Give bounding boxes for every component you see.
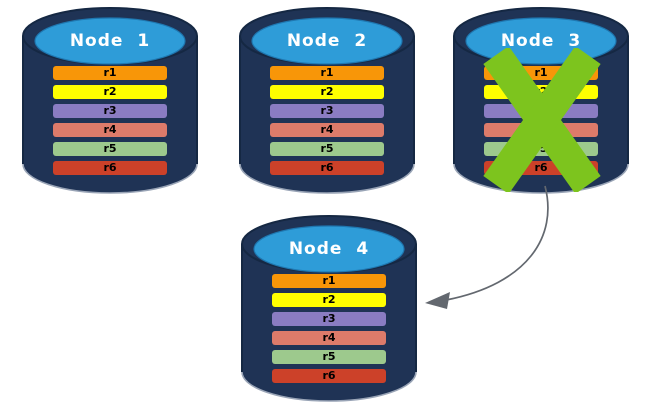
node-label: Node 3	[500, 31, 582, 51]
node-2-cylinder: Node 2 r1 r2 r3 r4 r5 r6	[238, 6, 416, 196]
replica-row-r2: r2	[270, 85, 384, 99]
replica-row-r3: r3	[270, 104, 384, 118]
database-cylinder-icon	[22, 7, 198, 194]
replica-row-r4: r4	[272, 331, 386, 345]
replica-row-r1: r1	[272, 274, 386, 288]
replica-row-r3: r3	[53, 104, 167, 118]
failover-arrow	[425, 185, 549, 309]
replica-rows: r1 r2 r3 r4 r5 r6	[272, 274, 386, 388]
node-label: Node 4	[288, 239, 370, 259]
node-4-cylinder: Node 4 r1 r2 r3 r4 r5 r6	[240, 214, 418, 402]
replica-row-r6: r6	[270, 161, 384, 175]
replica-rows: r1 r2 r3 r4 r5 r6	[270, 66, 384, 180]
replica-row-r4: r4	[53, 123, 167, 137]
replica-row-r3: r3	[272, 312, 386, 326]
node-label: Node 1	[69, 31, 151, 51]
node-label: Node 2	[286, 31, 368, 51]
replica-row-r5: r5	[272, 350, 386, 364]
replica-row-r4: r4	[270, 123, 384, 137]
replica-row-r2: r2	[53, 85, 167, 99]
replica-row-r6: r6	[272, 369, 386, 383]
replica-row-r2: r2	[272, 293, 386, 307]
replica-row-r6: r6	[53, 161, 167, 175]
failure-x-icon	[483, 48, 601, 192]
node-1-cylinder: Node 1 r1 r2 r3 r4 r5 r6	[21, 6, 199, 196]
replica-row-r5: r5	[270, 142, 384, 156]
replica-row-r1: r1	[53, 66, 167, 80]
replica-rows: r1 r2 r3 r4 r5 r6	[53, 66, 167, 180]
replica-row-r1: r1	[270, 66, 384, 80]
replica-row-r5: r5	[53, 142, 167, 156]
